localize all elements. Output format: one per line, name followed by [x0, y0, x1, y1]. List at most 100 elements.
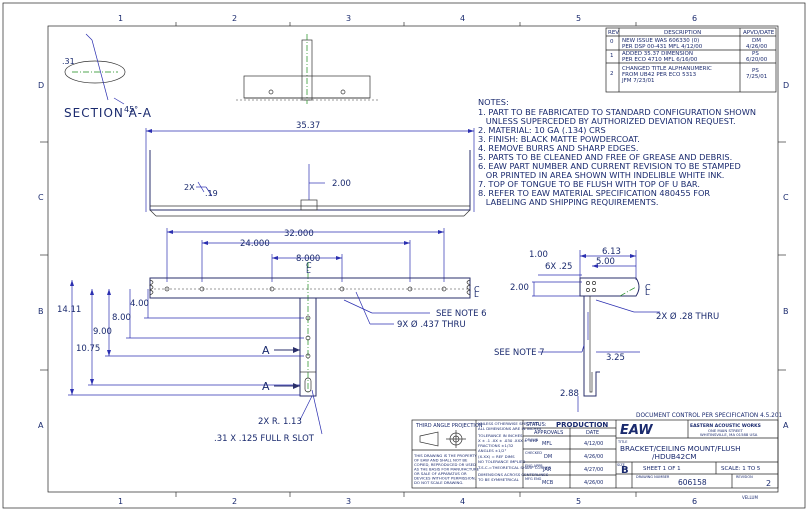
- scale-value: SCALE: 1 TO 5: [721, 466, 761, 472]
- company-address-2: WHITINSVILLE, MA 01588 USA: [700, 432, 758, 437]
- rev1-desc1: ADDED 35.37 DIMENSION: [622, 51, 693, 57]
- sheet-value: SHEET 1 OF 1: [643, 466, 681, 472]
- rev2-desc2: FROM UB42 PER ECO 5313: [622, 72, 697, 78]
- approval-role-3: ENG APPR: [525, 464, 543, 468]
- approval-role-2: CHECKED: [525, 451, 542, 455]
- rev2-apvd2: 7/25/01: [746, 74, 767, 80]
- approval-name-4: MCB: [542, 480, 554, 486]
- dim-side-6x-25: 6X .25: [545, 262, 572, 272]
- title-label: TITLE: [617, 440, 627, 444]
- tolerance-line-9: T.S.C.=THEORETICAL SHARP CORNER: [477, 465, 552, 470]
- note-line-1: 1. PART TO BE FABRICATED TO STANDARD CON…: [478, 107, 756, 117]
- status-value: PRODUCTION: [556, 421, 608, 429]
- property-line-3: COPIED, REPRODUCED OR USED: [414, 462, 476, 467]
- approval-name-3: JAR: [542, 467, 552, 473]
- zone-row-a: A: [38, 421, 44, 430]
- drawing-title-2: /HDUB42CM: [652, 452, 697, 461]
- leader-see-note-6: SEE NOTE 6: [436, 309, 487, 319]
- company-name: EASTERN ACOUSTIC WORKS: [690, 423, 761, 429]
- zone-col-4: 4: [460, 14, 465, 23]
- rev1-desc2: PER ECO 4710 MFL 6/16/00: [622, 57, 698, 63]
- status-label: STATUS:: [526, 422, 547, 428]
- zone-col-2-bottom: 2: [232, 497, 237, 506]
- zone-row-b-right: B: [783, 307, 789, 316]
- approval-date-3: 4/27/00: [584, 467, 603, 473]
- zone-col-6-bottom: 6: [692, 497, 697, 506]
- dim-edge-19: .19: [205, 189, 218, 198]
- leader-2x-radius: 2X R. 1.13: [258, 417, 302, 427]
- rev-header-rev: REV: [608, 30, 619, 36]
- rev0-apvd1: DM: [752, 38, 761, 44]
- rev-header-desc: DESCRIPTION: [664, 30, 701, 36]
- dim-side-3-25: 3.25: [606, 353, 625, 363]
- note-line-3: 2. MATERIAL: 10 GA (.134) CRS: [478, 125, 606, 135]
- note-line-9: 7. TOP OF TONGUE TO BE FLUSH WITH TOP OF…: [478, 179, 700, 189]
- zone-row-b: B: [38, 307, 44, 316]
- drawing-number-label: DRAWING NUMBER: [636, 475, 670, 479]
- zone-col-2: 2: [232, 14, 237, 23]
- dim-side-1-00: 1.00: [529, 250, 548, 260]
- section-thickness: .31: [62, 57, 75, 66]
- size-label: SIZE: [617, 463, 625, 467]
- size-value: B: [621, 465, 629, 476]
- tolerance-line-2: ALL DIMENSIONS ARE IN INCHES: [478, 426, 542, 431]
- approvals-header: APPROVALS: [534, 430, 563, 436]
- rev0-desc1: NEW ISSUE WAS 606330 (0): [622, 38, 699, 44]
- property-line-6: DEVICES WITHOUT PERMISSION.: [414, 476, 476, 481]
- rev0-num: 0: [610, 39, 614, 45]
- projection-symbol: [419, 430, 466, 448]
- section-title: SECTION A-A: [64, 106, 152, 120]
- date-header: DATE: [586, 430, 599, 436]
- inner-border: [47, 25, 779, 493]
- note-line-4: 3. FINISH: BLACK MATTE POWDERCOAT.: [478, 134, 640, 144]
- revision-label: REVISION: [736, 475, 753, 479]
- tolerance-line-10: DIMENSIONS ACROSS CENTERLINES: [478, 472, 549, 477]
- title-block: DOCUMENT CONTROL PER SPECIFICATION 4.5.2…: [411, 413, 783, 500]
- rev1-num: 1: [610, 53, 614, 59]
- property-line-4: AS THE BASIS FOR MANUFACTURE: [414, 467, 480, 472]
- section-arrow-a-upper: A: [262, 344, 270, 357]
- projection-label: THIRD ANGLE PROJECTION: [415, 423, 483, 429]
- tolerance-line-5: FRACTIONS ±1/32: [478, 443, 514, 448]
- dim-9-00: 9.00: [93, 327, 112, 337]
- tolerance-line-1: UNLESS OTHERWISE SPECIFIED,: [478, 421, 540, 426]
- leader-9x-holes: 9X Ø .437 THRU: [397, 319, 466, 330]
- notes-block: NOTES: 1. PART TO BE FABRICATED TO STAND…: [478, 97, 756, 207]
- rev0-apvd2: 4/26/00: [746, 44, 768, 50]
- rev1-apvd1: PS: [752, 51, 759, 57]
- property-line-2: OF EAW AND SHALL NOT BE: [414, 458, 468, 463]
- dim-10-75: 10.75: [76, 344, 100, 354]
- tolerance-line-8: NO TOLERANCE IMPLIED: [478, 459, 525, 464]
- dim-8-00: 8.00: [112, 313, 131, 323]
- zone-row-a-right: A: [783, 421, 789, 430]
- approval-date-1: 4/12/00: [584, 441, 603, 447]
- top-tee-view: [236, 34, 378, 104]
- rev1-apvd2: 6/20/00: [746, 57, 768, 63]
- note-line-8: OR PRINTED IN AREA SHOWN WITH INDELIBLE …: [478, 170, 724, 180]
- note-line-2: UNLESS SUPERCEDED BY AUTHORIZED DEVIATIO…: [478, 116, 736, 126]
- note-line-11: LABELING AND SHIPPING REQUIREMENTS.: [478, 197, 659, 207]
- notes-heading: NOTES:: [478, 97, 509, 107]
- note-line-10: 8. REFER TO EAW MATERIAL SPECIFICATION 4…: [478, 188, 710, 198]
- zone-col-4-bottom: 4: [460, 497, 465, 506]
- zone-col-3: 3: [346, 14, 351, 23]
- dim-4-00: 4.00: [130, 299, 149, 309]
- section-arrow-a-lower: A: [262, 380, 270, 393]
- company-address-1: ONE MAIN STREET: [708, 428, 744, 433]
- dim-tab-2-00: 2.00: [332, 179, 351, 189]
- leader-side-2x-holes: 2X Ø .28 THRU: [656, 311, 719, 322]
- dim-32-000: 32.000: [284, 229, 314, 239]
- rev2-desc1: CHANGED TITLE ALPHANUMERIC: [622, 66, 712, 72]
- zone-labels: 1 2 3 4 5 6 1 2 3 4 5 6 D C B A D C B A: [38, 14, 789, 506]
- rev2-num: 2: [610, 71, 614, 77]
- zone-row-c: C: [38, 193, 44, 202]
- tolerance-line-11: TO BE SYMMETRICAL: [477, 477, 520, 482]
- zone-row-d-right: D: [783, 81, 789, 90]
- dim-side-2-88: 2.88: [560, 389, 579, 399]
- approval-date-2: 4/26/00: [584, 454, 603, 460]
- dim-side-5-00: 5.00: [596, 257, 615, 267]
